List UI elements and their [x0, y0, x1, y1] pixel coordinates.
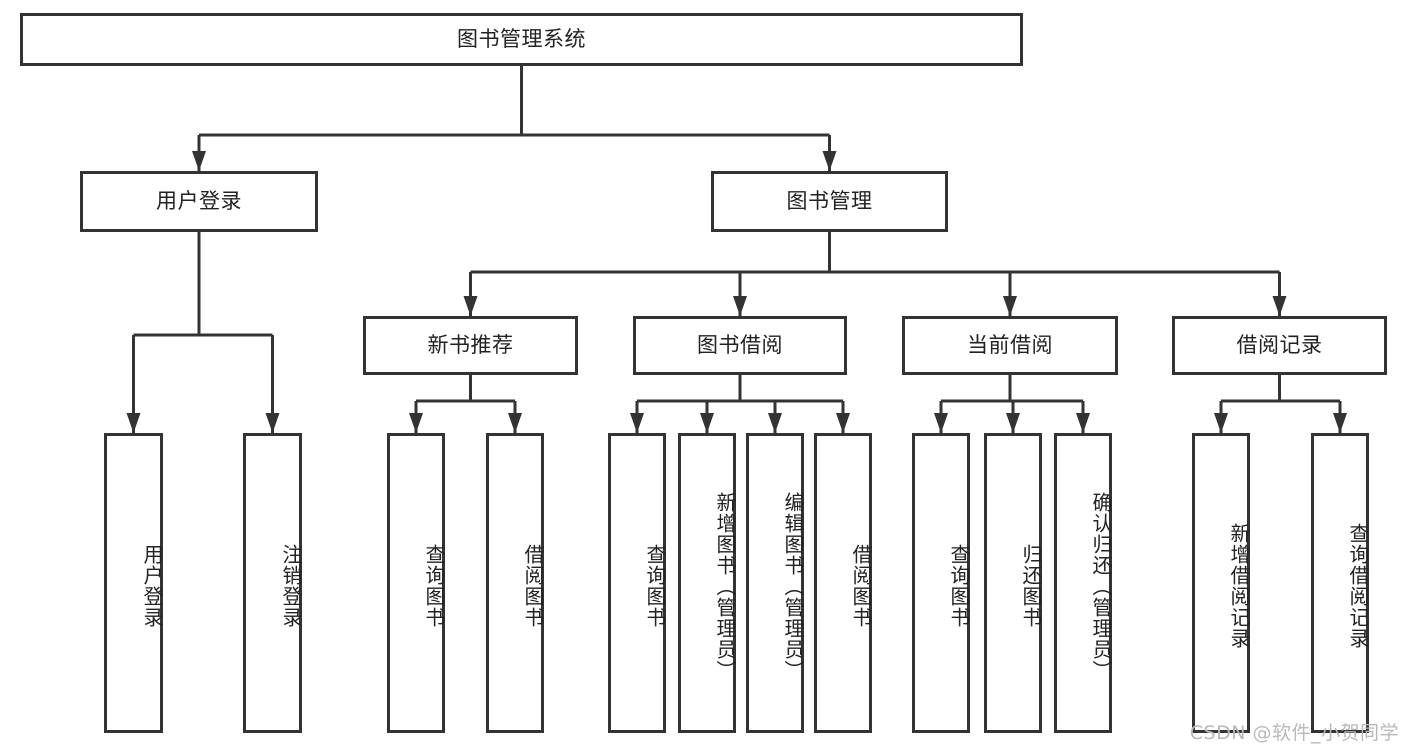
node-box-root[interactable]	[20, 13, 1023, 66]
node-leaf-logout[interactable]	[243, 433, 302, 733]
node-box-current-borrow[interactable]	[902, 316, 1118, 375]
arrow-head-icon	[1214, 413, 1228, 433]
arrow-head-icon	[1006, 413, 1020, 433]
node-box-leaf-edit-book[interactable]	[746, 433, 804, 733]
connectors-layer	[126, 66, 1347, 433]
node-box-leaf-query-book-1[interactable]	[387, 433, 445, 733]
node-leaf-query-book-2[interactable]	[608, 433, 666, 733]
arrow-head-icon	[409, 413, 423, 433]
node-box-leaf-return-book[interactable]	[984, 433, 1042, 733]
node-leaf-query-book-3[interactable]	[912, 433, 970, 733]
node-leaf-borrow-book-2[interactable]	[814, 433, 872, 733]
arrow-head-icon	[1333, 413, 1347, 433]
node-box-borrow-record[interactable]	[1172, 316, 1387, 375]
arrow-head-icon	[768, 413, 782, 433]
arrow-head-icon	[630, 413, 644, 433]
node-leaf-confirm-return[interactable]	[1054, 433, 1112, 733]
node-book-manage[interactable]	[711, 171, 948, 232]
node-box-leaf-add-record[interactable]	[1192, 433, 1250, 733]
boxes-layer	[20, 13, 1387, 733]
node-borrow-record[interactable]	[1172, 316, 1387, 375]
node-box-leaf-query-record[interactable]	[1311, 433, 1369, 733]
node-leaf-query-book-1[interactable]	[387, 433, 445, 733]
node-leaf-return-book[interactable]	[984, 433, 1042, 733]
node-leaf-user-login[interactable]	[104, 433, 163, 733]
arrow-head-icon	[192, 151, 206, 171]
node-leaf-add-book[interactable]	[678, 433, 736, 733]
arrow-head-icon	[1272, 296, 1287, 316]
node-box-leaf-add-book[interactable]	[678, 433, 736, 733]
node-leaf-query-record[interactable]	[1311, 433, 1369, 733]
csdn-watermark: CSDN @软件_小贺同学	[1189, 722, 1399, 744]
arrow-head-icon	[508, 413, 522, 433]
arrow-head-icon	[733, 296, 747, 316]
node-leaf-edit-book[interactable]	[746, 433, 804, 733]
arrow-head-icon	[700, 413, 714, 433]
node-leaf-add-record[interactable]	[1192, 433, 1250, 733]
arrow-head-icon	[265, 413, 280, 433]
node-box-book-borrow[interactable]	[633, 316, 847, 375]
node-box-leaf-logout[interactable]	[243, 433, 302, 733]
node-box-leaf-borrow-book-2[interactable]	[814, 433, 872, 733]
arrow-head-icon	[1003, 296, 1017, 316]
node-new-book-rec[interactable]	[363, 316, 578, 375]
node-root[interactable]	[20, 13, 1023, 66]
node-book-borrow[interactable]	[633, 316, 847, 375]
node-box-leaf-query-book-2[interactable]	[608, 433, 666, 733]
arrow-head-icon	[934, 413, 948, 433]
node-box-leaf-query-book-3[interactable]	[912, 433, 970, 733]
node-box-leaf-user-login[interactable]	[104, 433, 163, 733]
arrow-head-icon	[126, 413, 141, 433]
node-current-borrow[interactable]	[902, 316, 1118, 375]
node-box-leaf-borrow-book-1[interactable]	[486, 433, 544, 733]
node-box-new-book-rec[interactable]	[363, 316, 578, 375]
arrow-head-icon	[836, 413, 850, 433]
arrow-head-icon	[1076, 413, 1090, 433]
node-leaf-borrow-book-1[interactable]	[486, 433, 544, 733]
arrow-head-icon	[822, 151, 837, 171]
node-box-leaf-confirm-return[interactable]	[1054, 433, 1112, 733]
node-user-login[interactable]	[80, 171, 318, 232]
node-box-user-login[interactable]	[80, 171, 318, 232]
arrow-head-icon	[463, 296, 478, 316]
node-box-book-manage[interactable]	[711, 171, 948, 232]
